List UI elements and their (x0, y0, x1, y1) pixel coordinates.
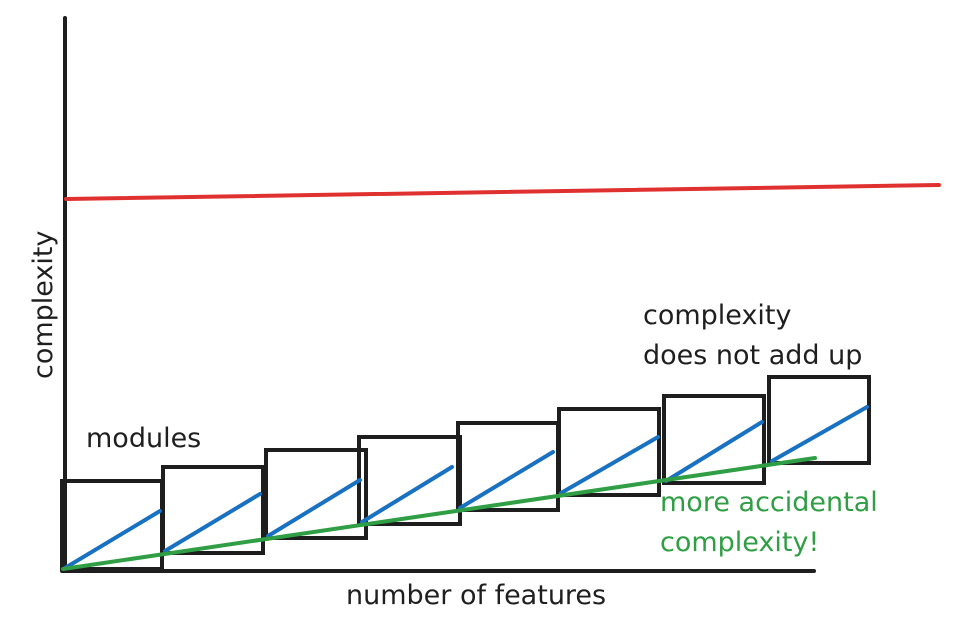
module-diagonal (360, 465, 454, 524)
module-box (557, 407, 661, 497)
module-diagonal (163, 492, 262, 553)
module-box (161, 465, 265, 555)
module-diagonal (559, 435, 660, 495)
module-diagonal (63, 509, 162, 570)
module-diagonal (458, 450, 555, 510)
module-diagonals (63, 405, 869, 570)
module-diagonal (266, 478, 362, 538)
complexity-annotation-line-2: does not add up (643, 340, 863, 371)
modules-annotation: modules (86, 423, 202, 454)
accidental-complexity-line (61, 456, 817, 571)
accidental-annotation: more accidental complexity! (660, 483, 878, 563)
complexity-limit-line (64, 183, 941, 201)
module-box (264, 448, 368, 540)
module-diagonal (770, 405, 869, 463)
accidental-annotation-line-1: more accidental (660, 487, 878, 518)
complexity-annotation: complexity does not add up (643, 296, 862, 376)
module-boxes (60, 375, 871, 571)
module-box (662, 394, 766, 485)
complexity-annotation-line-1: complexity (643, 300, 792, 331)
module-box (767, 375, 871, 465)
accidental-annotation-line-2: complexity! (660, 527, 820, 558)
module-diagonal (664, 420, 764, 483)
y-axis-label: complexity (28, 230, 59, 380)
x-axis-label: number of features (346, 580, 607, 611)
